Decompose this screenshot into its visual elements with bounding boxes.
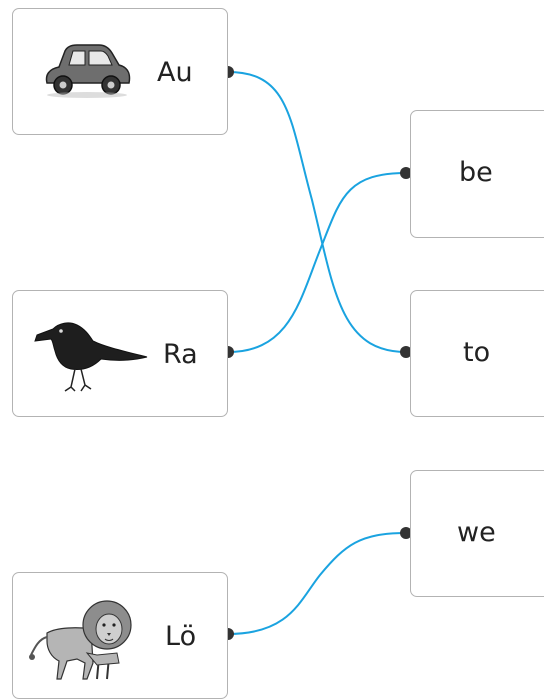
raven-icon [34,322,148,392]
syllable-we: we [457,517,496,548]
syllable-to: to [463,337,491,368]
connector-dot-we[interactable] [400,527,412,539]
connector-au-to [227,71,407,353]
card-au[interactable]: Au [12,8,228,135]
connector-ra-be [227,172,407,353]
connector-dot-to[interactable] [400,346,412,358]
syllable-au: Au [157,57,193,88]
connector-dot-be[interactable] [400,167,412,179]
car-icon [45,44,131,98]
syllable-loe: Lö [165,621,197,652]
card-be[interactable]: be [410,110,544,238]
card-ra[interactable]: Ra [12,290,228,417]
lion-icon [29,600,132,680]
syllable-be: be [459,157,493,188]
connector-loe-we [227,532,407,635]
card-to[interactable]: to [410,290,544,417]
syllable-ra: Ra [163,339,198,370]
card-loe[interactable]: Lö [12,572,228,699]
card-we[interactable]: we [410,470,544,597]
